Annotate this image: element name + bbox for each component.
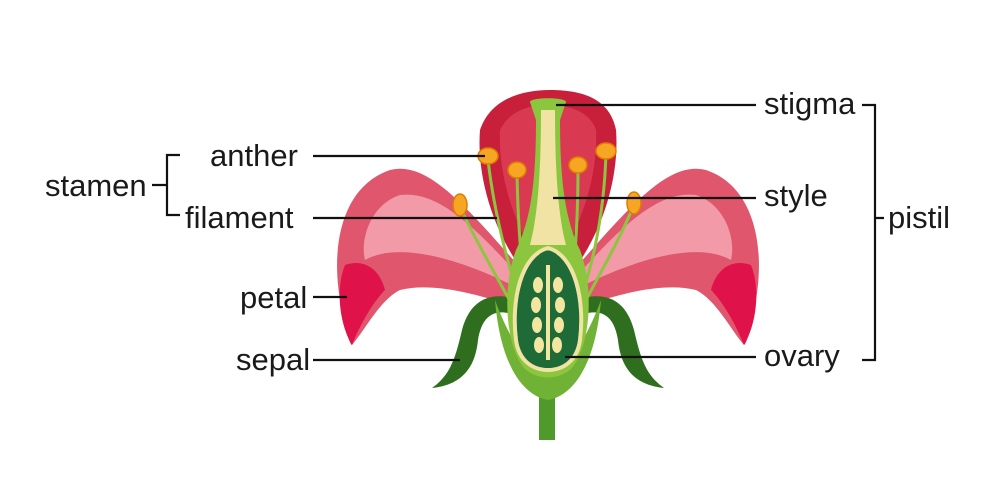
sepal-label: sepal: [236, 342, 310, 377]
stamen-bracket: [152, 153, 180, 217]
petal-label: petal: [240, 280, 307, 315]
anther-label: anther: [210, 138, 298, 173]
stigma-label: stigma: [764, 86, 856, 121]
flower-illustration: [337, 90, 759, 440]
style: [530, 110, 566, 245]
pistil-bracket: [862, 103, 884, 362]
pistil-label: pistil: [888, 200, 950, 235]
sepal-left: [432, 296, 520, 388]
sepal-right: [576, 296, 664, 388]
style-label: style: [764, 178, 828, 213]
leader-lines: [152, 103, 884, 362]
filament-label: filament: [185, 200, 294, 235]
receptacle: [495, 300, 601, 400]
anthers: [452, 142, 642, 217]
stamen-label: stamen: [45, 168, 147, 203]
petal-left-tip: [339, 262, 385, 345]
petal-right-tip: [711, 262, 757, 345]
ovules: [531, 265, 565, 360]
ovary-label: ovary: [764, 338, 840, 373]
